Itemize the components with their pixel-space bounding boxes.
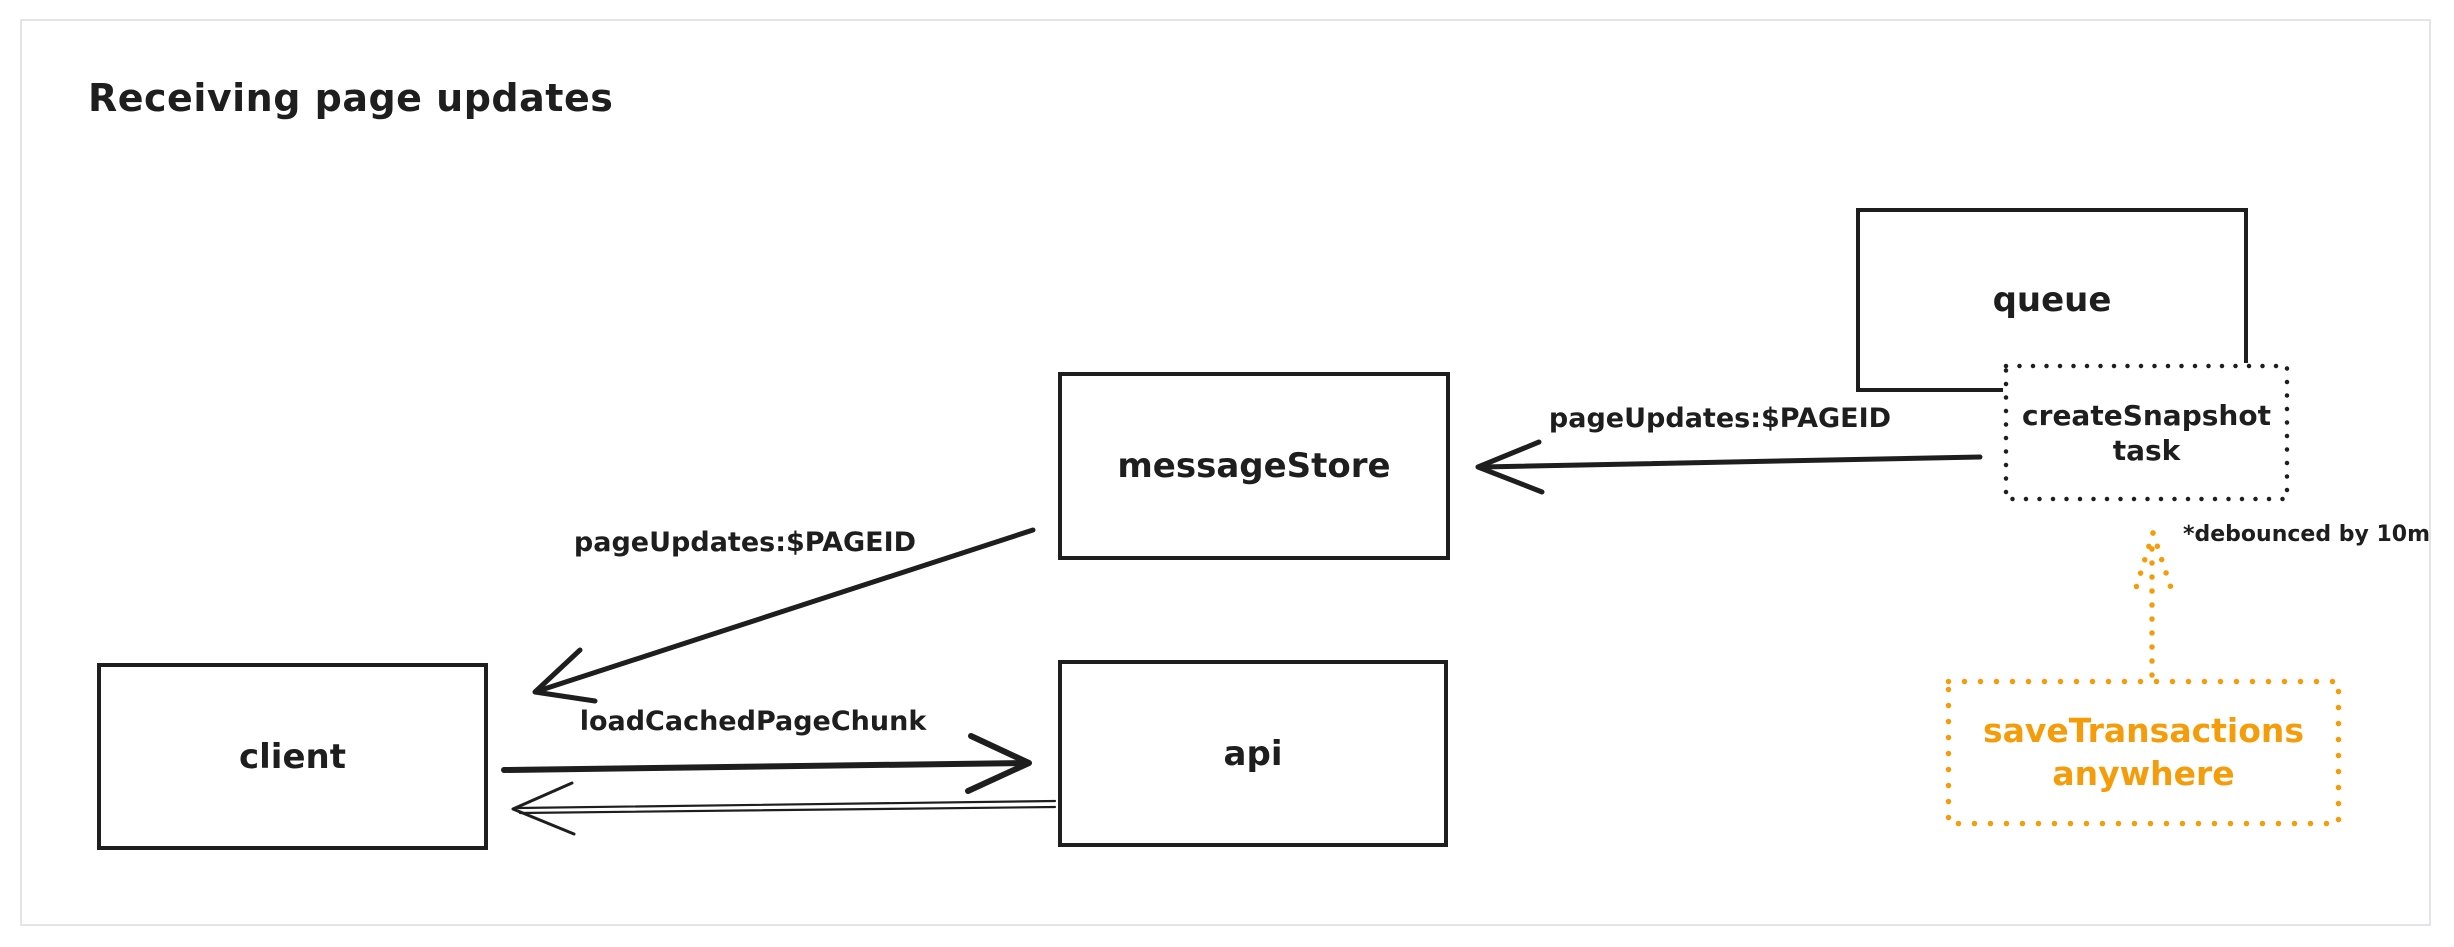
diagram-title: Receiving page updates <box>88 76 614 120</box>
create-snapshot-label-line2: task <box>2112 433 2181 467</box>
queue-node-label: queue <box>1992 280 2112 320</box>
debounce-annotation: *debounced by 10m <box>2183 522 2431 547</box>
edge-label-page-updates-left: pageUpdates:$PAGEID <box>573 527 917 558</box>
client-node: client <box>97 663 488 850</box>
client-node-label: client <box>239 736 346 777</box>
save-transactions-label-line1: saveTransactions <box>1982 710 2305 750</box>
canvas-frame <box>20 19 2431 926</box>
api-node-label: api <box>1223 733 1283 774</box>
message-store-node: messageStore <box>1058 372 1450 560</box>
save-transactions-label-line2: anywhere <box>2052 753 2235 793</box>
create-snapshot-label-line1: createSnapshot <box>2022 398 2271 432</box>
api-node: api <box>1058 660 1448 847</box>
edge-label-page-updates-top: pageUpdates:$PAGEID <box>1548 403 1892 434</box>
edge-label-load-cached-page-chunk: loadCachedPageChunk <box>579 706 927 737</box>
save-transactions-node: saveTransactions anywhere <box>1945 678 2342 827</box>
create-snapshot-task-node: createSnapshot task <box>2003 363 2290 502</box>
message-store-node-label: messageStore <box>1117 446 1391 486</box>
